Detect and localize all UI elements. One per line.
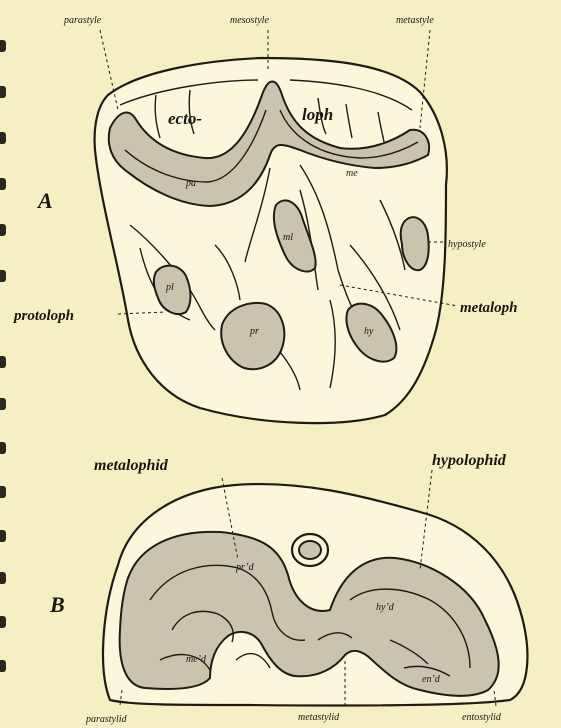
- label-hy: hy: [364, 326, 374, 337]
- label-ml: ml: [283, 232, 293, 243]
- figure-b: metalophid hypolophid pr’d hy’d me’d en’…: [49, 452, 527, 725]
- label-end: en’d: [422, 674, 441, 685]
- figure-a: parastyle mesostyle metastyle ecto- loph…: [12, 15, 518, 423]
- label-pr: pr: [249, 326, 259, 337]
- label-metalophid: metalophid: [94, 457, 169, 474]
- panel-label-b: B: [49, 592, 65, 617]
- label-parastylid: parastylid: [85, 714, 128, 725]
- label-pa: pa: [185, 178, 196, 189]
- label-hypostyle: hypostyle: [448, 239, 486, 250]
- label-loph: loph: [302, 105, 333, 124]
- label-pl: pl: [165, 282, 174, 293]
- label-parastyle: parastyle: [63, 15, 102, 26]
- label-prd: pr’d: [235, 562, 255, 573]
- label-entostylid: entostylid: [462, 712, 502, 723]
- label-protoloph: protoloph: [12, 308, 74, 324]
- label-med: me’d: [186, 654, 207, 665]
- label-metastyle: metastyle: [396, 15, 434, 26]
- panel-label-a: A: [36, 188, 53, 213]
- label-mesostyle: mesostyle: [230, 15, 269, 26]
- label-ecto: ecto-: [168, 109, 202, 128]
- label-hyd: hy’d: [376, 602, 395, 613]
- label-metaloph: metaloph: [460, 300, 518, 316]
- label-me: me: [346, 168, 358, 179]
- label-metastylid: metastylid: [298, 712, 340, 723]
- label-hypolophid: hypolophid: [432, 452, 507, 469]
